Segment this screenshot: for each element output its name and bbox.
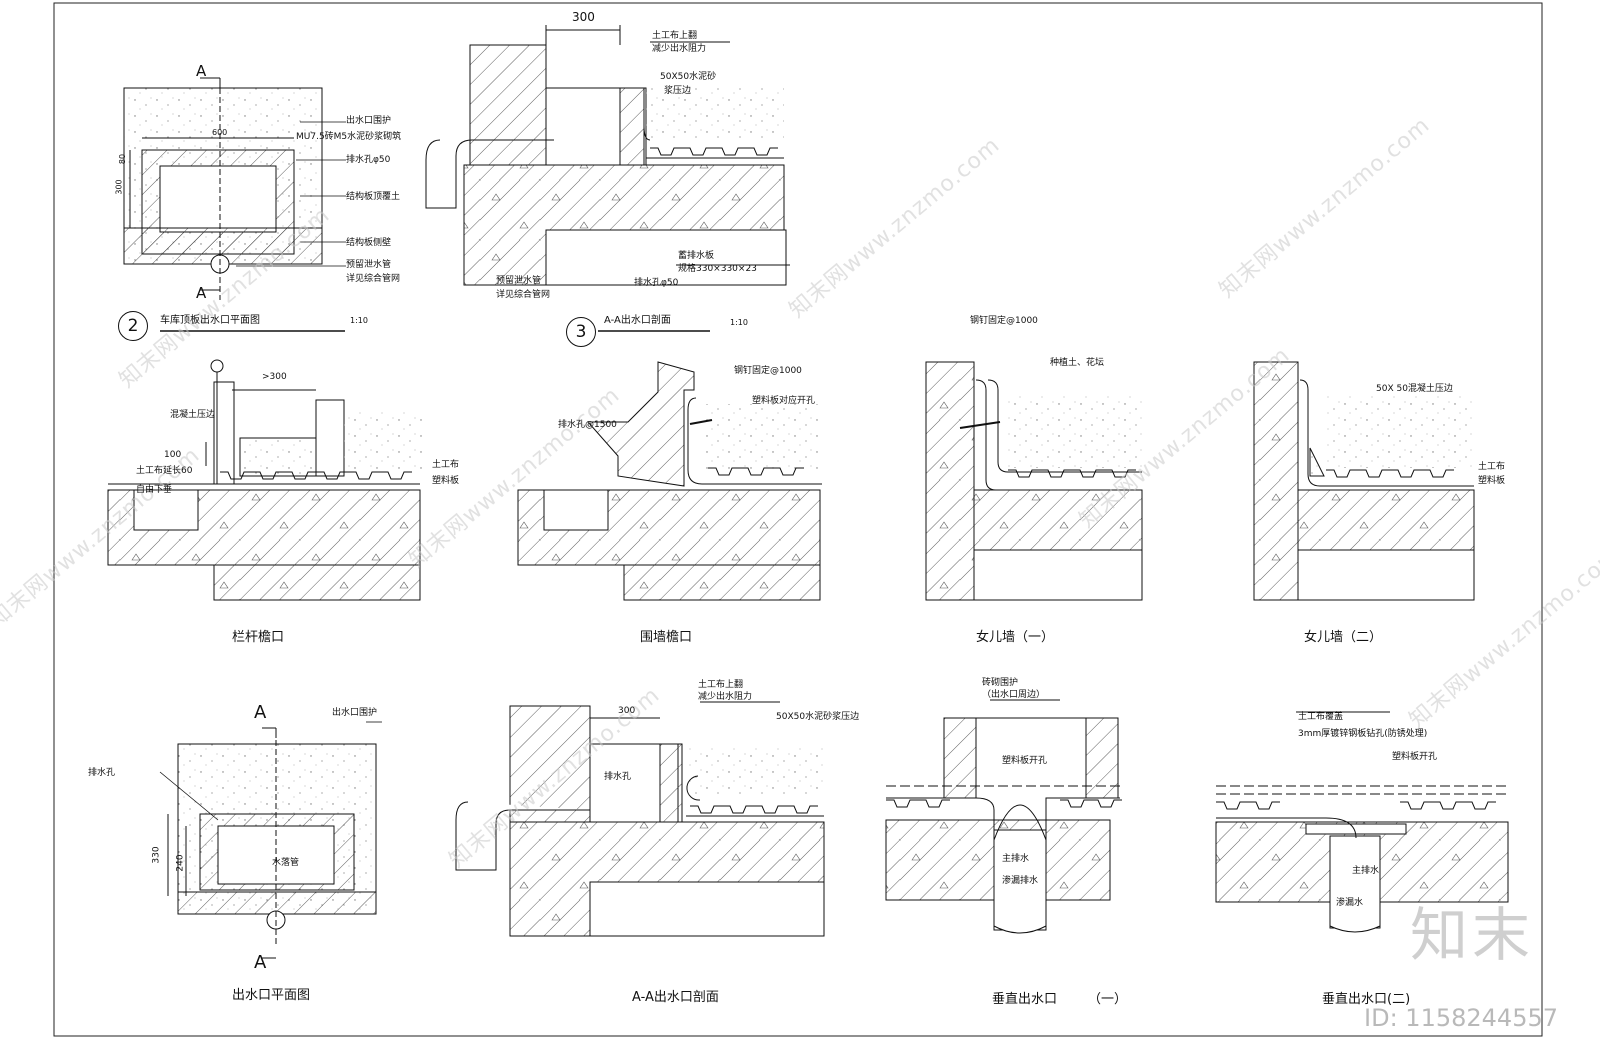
note: 塑料板开孔 bbox=[1392, 752, 1438, 762]
parapet-1-drawing bbox=[925, 361, 1143, 601]
railing-drawing bbox=[107, 359, 424, 601]
note: 种植土、花坛 bbox=[1050, 358, 1105, 368]
detail-title: 栏杆檐口 bbox=[232, 630, 285, 645]
section-mark: A bbox=[196, 284, 207, 302]
note: 结构板顶覆土 bbox=[346, 192, 401, 202]
note: 塑料板开孔 bbox=[1002, 756, 1048, 766]
note: 砖砌围护 bbox=[982, 678, 1019, 688]
note: 土工布延长60 bbox=[136, 466, 193, 476]
dimension: 80 bbox=[118, 153, 128, 165]
section-aa-2-drawing bbox=[455, 701, 825, 937]
note: 水落管 bbox=[272, 858, 300, 868]
note: 土工布 bbox=[1478, 462, 1506, 472]
note: 规格330×330×23 bbox=[678, 264, 757, 274]
note: 结构板侧壁 bbox=[346, 238, 392, 248]
note: 钢钉固定@1000 bbox=[970, 316, 1038, 326]
detail-title: 车库顶板出水口平面图 bbox=[160, 315, 260, 326]
note: 蓄排水板 bbox=[678, 251, 715, 261]
note: 混凝土压边 bbox=[170, 410, 216, 420]
detail-title: 围墙檐口 bbox=[640, 630, 693, 645]
note: 渗漏排水 bbox=[1002, 876, 1039, 886]
detail-title: A-A出水口剖面 bbox=[632, 990, 719, 1005]
note: 自由下垂 bbox=[136, 485, 173, 495]
note: （出水口周边） bbox=[982, 690, 1046, 700]
detail-reference-number: 3 bbox=[566, 317, 596, 347]
note: 50X50水泥砂浆压边 bbox=[776, 712, 860, 722]
plan-a-drawing bbox=[123, 77, 323, 300]
scale: 1:10 bbox=[350, 316, 368, 325]
note: 排水孔 bbox=[604, 772, 632, 782]
note: 土工布覆盖 bbox=[1298, 712, 1344, 722]
note: 50X 50混凝土压边 bbox=[1376, 384, 1453, 394]
note: 出水口围护 bbox=[346, 116, 392, 126]
note: 出水口围护 bbox=[332, 708, 378, 718]
section-mark: A bbox=[254, 702, 267, 723]
note: 详见综合管网 bbox=[346, 274, 401, 284]
note: 排水孔φ50 bbox=[346, 155, 391, 165]
wall-eave-drawing bbox=[517, 361, 822, 601]
note: 渗漏水 bbox=[1336, 898, 1364, 908]
note: 钢钉固定@1000 bbox=[734, 366, 802, 376]
note: 主排水 bbox=[1352, 866, 1380, 876]
note: 50X50水泥砂 bbox=[660, 72, 717, 82]
brand-logo: 知末 bbox=[1409, 901, 1534, 969]
outlet-plan-drawing bbox=[167, 727, 377, 959]
note: 排水孔 bbox=[88, 768, 116, 778]
dimension: 100 bbox=[164, 450, 182, 460]
note: 排水孔φ50 bbox=[634, 278, 679, 288]
image-id: ID: 1158244557 bbox=[1364, 1004, 1558, 1032]
vertical-1-drawing bbox=[885, 699, 1123, 934]
parapet-2-drawing bbox=[1253, 361, 1475, 601]
note: 土工布上翻 bbox=[652, 31, 698, 41]
dimension: 600 bbox=[212, 128, 228, 137]
note: 土工布上翻 bbox=[698, 680, 744, 690]
note: 塑料板 bbox=[432, 476, 460, 486]
detail-title: A-A出水口剖面 bbox=[604, 315, 671, 326]
section-aa-1-drawing bbox=[425, 25, 790, 286]
detail-title: 垂直出水口(二) bbox=[1322, 992, 1411, 1007]
detail-title: 出水口平面图 bbox=[232, 988, 311, 1003]
detail-title: 女儿墙（二） bbox=[1304, 630, 1383, 645]
note: 土工布 bbox=[432, 460, 460, 470]
vertical-2-drawing bbox=[1215, 711, 1509, 933]
note: 3mm厚镀锌钢板钻孔(防锈处理) bbox=[1298, 729, 1428, 739]
note: MU7.5砖M5水泥砂浆砌筑 bbox=[296, 132, 402, 142]
note: 排水孔@1500 bbox=[558, 420, 617, 430]
detail-reference-number: 2 bbox=[118, 311, 148, 341]
note: 预留泄水管 bbox=[496, 276, 542, 286]
note: 详见综合管网 bbox=[496, 290, 551, 300]
section-mark: A bbox=[254, 952, 267, 973]
dimension: 300 bbox=[572, 10, 595, 24]
scale: 1:10 bbox=[730, 318, 748, 327]
note: 主排水 bbox=[1002, 854, 1030, 864]
detail-title: 垂直出水口 bbox=[992, 992, 1058, 1007]
section-mark: A bbox=[196, 62, 207, 80]
note: 浆压边 bbox=[664, 86, 692, 96]
note: 预留泄水管 bbox=[346, 260, 392, 270]
dimension: >300 bbox=[262, 372, 287, 382]
note: 减少出水阻力 bbox=[698, 692, 753, 702]
dimension: 240 bbox=[175, 854, 186, 872]
dimension: 330 bbox=[151, 846, 162, 864]
note: 塑料板 bbox=[1478, 476, 1506, 486]
note: 塑料板对应开孔 bbox=[752, 396, 816, 406]
note: 减少出水阻力 bbox=[652, 44, 707, 54]
detail-title: 女儿墙（一） bbox=[976, 630, 1055, 645]
dimension: 300 bbox=[114, 179, 124, 195]
dimension: 300 bbox=[618, 706, 636, 716]
detail-title-suffix: （一） bbox=[1088, 992, 1128, 1007]
